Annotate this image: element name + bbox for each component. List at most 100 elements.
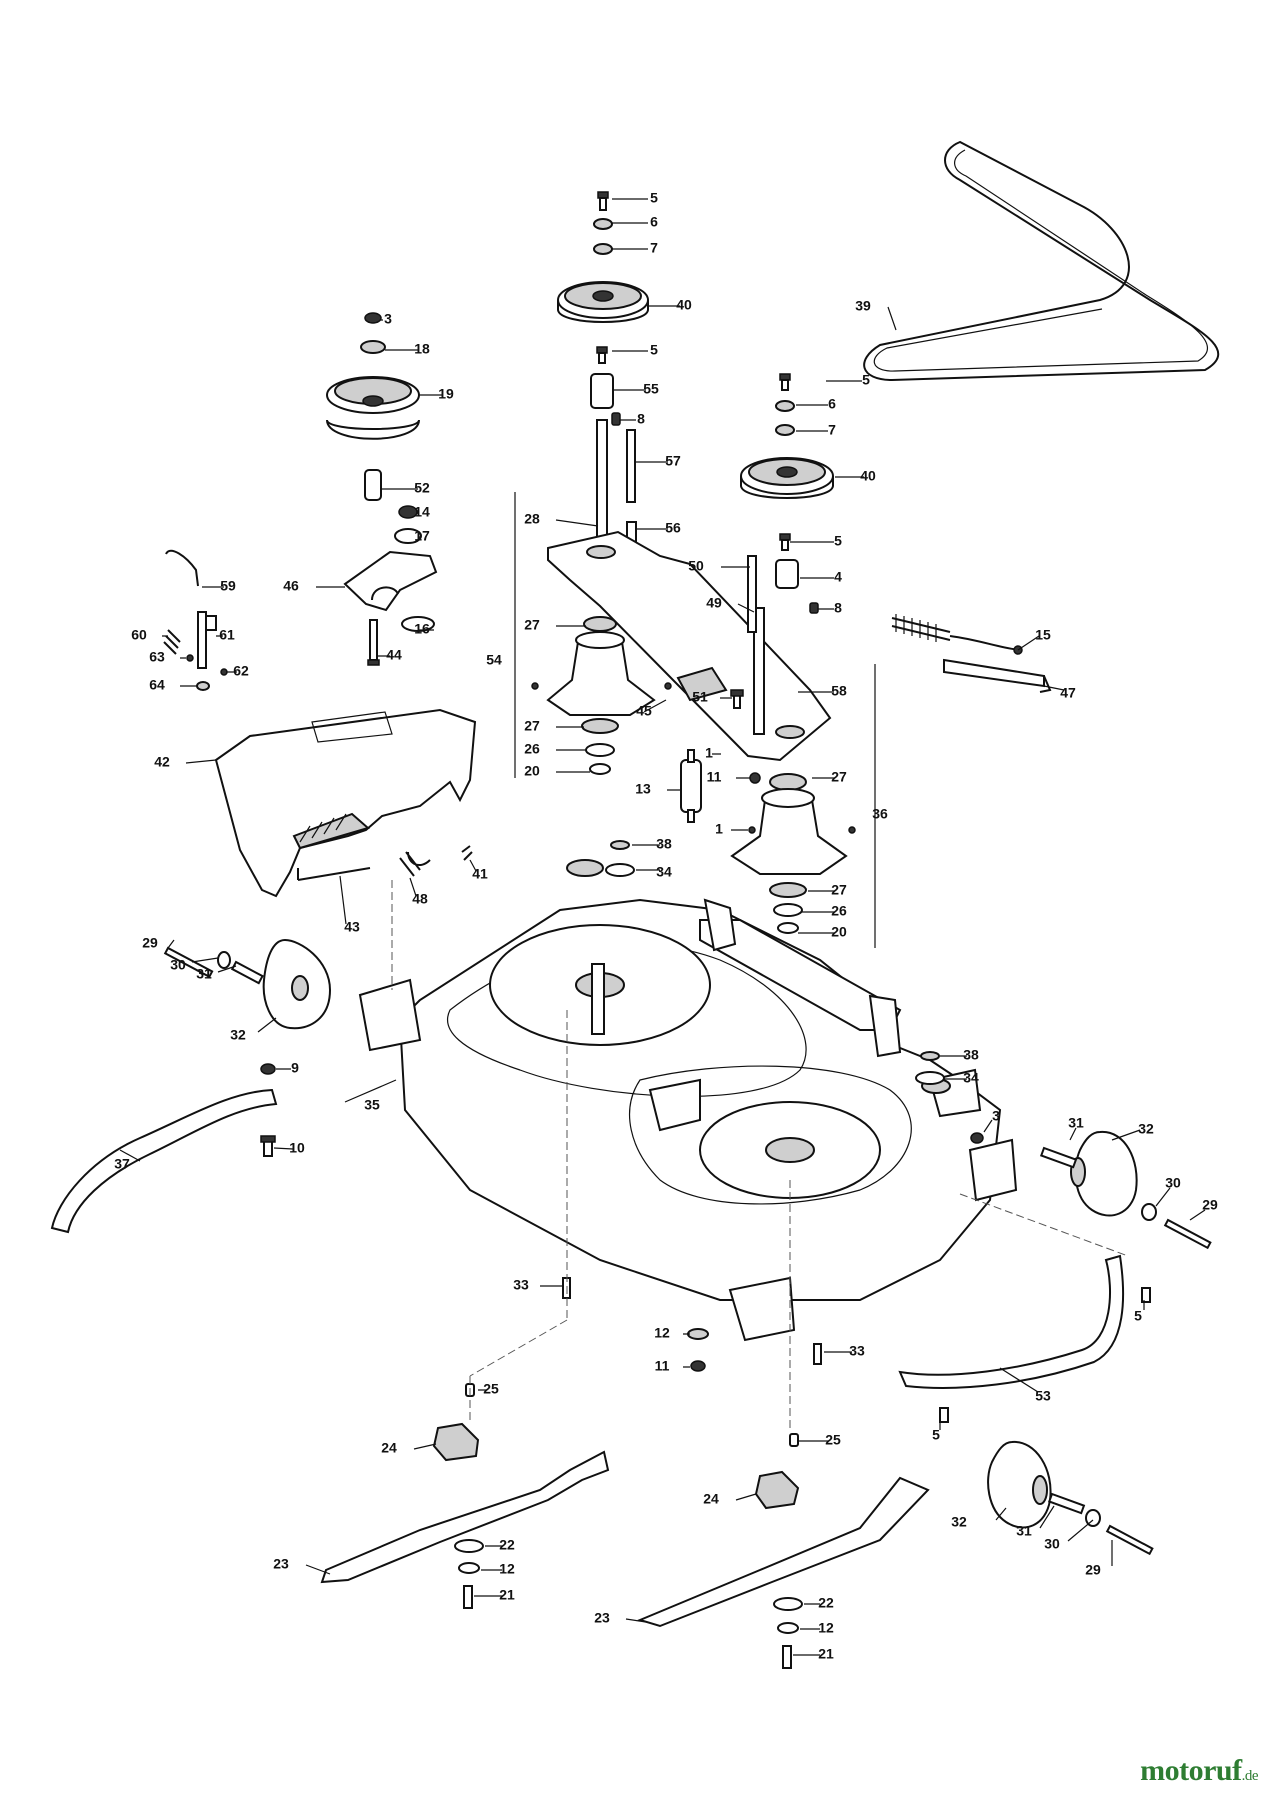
callout-34: 34 <box>963 1070 979 1086</box>
callout-25: 25 <box>483 1381 499 1397</box>
callout-6: 6 <box>650 214 658 230</box>
brand-logo: motoruf.de <box>1140 1754 1258 1788</box>
callout-23: 23 <box>594 1610 610 1626</box>
callout-47: 47 <box>1060 685 1076 701</box>
callout-15: 15 <box>1035 627 1051 643</box>
callout-30: 30 <box>1044 1536 1060 1552</box>
callout-20: 20 <box>524 763 540 779</box>
bumpers <box>50 1063 1151 1423</box>
callout-58: 58 <box>831 683 847 699</box>
callout-24: 24 <box>703 1491 719 1507</box>
callout-19: 19 <box>438 386 454 402</box>
alignment-lines <box>391 880 1129 1430</box>
callout-51: 51 <box>692 689 708 705</box>
callout-48: 48 <box>412 891 428 907</box>
callout-31: 31 <box>1016 1523 1032 1539</box>
callout-64: 64 <box>149 677 165 693</box>
callout-29: 29 <box>1085 1562 1101 1578</box>
callout-7: 7 <box>828 422 836 438</box>
callout-23: 23 <box>273 1556 289 1572</box>
callout-45: 45 <box>636 703 652 719</box>
drive-belt <box>863 140 1220 382</box>
callout-12: 12 <box>818 1620 834 1636</box>
callout-31: 31 <box>196 966 212 982</box>
callout-27: 27 <box>524 617 540 633</box>
callout-1: 1 <box>715 821 723 837</box>
callout-32: 32 <box>951 1514 967 1530</box>
callout-31: 31 <box>1068 1115 1084 1131</box>
callout-33: 33 <box>513 1277 529 1293</box>
callout-40: 40 <box>860 468 876 484</box>
callout-38: 38 <box>656 836 672 852</box>
callout-21: 21 <box>818 1646 834 1662</box>
right-pulley-stack <box>740 373 834 551</box>
callout-27: 27 <box>831 882 847 898</box>
callout-24: 24 <box>381 1440 397 1456</box>
callout-41: 41 <box>472 866 488 882</box>
callout-5: 5 <box>1134 1308 1142 1324</box>
left-pulley-stack <box>326 312 435 666</box>
callout-17: 17 <box>414 528 430 544</box>
callout-42: 42 <box>154 754 170 770</box>
callout-62: 62 <box>233 663 249 679</box>
callout-12: 12 <box>499 1561 515 1577</box>
callout-5: 5 <box>650 342 658 358</box>
callout-5: 5 <box>834 533 842 549</box>
callout-3: 3 <box>384 311 392 327</box>
callout-labels: 5674055585756282754452726203181952141759… <box>114 190 1218 1662</box>
callout-55: 55 <box>643 381 659 397</box>
blades <box>320 1277 930 1669</box>
callout-25: 25 <box>825 1432 841 1448</box>
callout-16: 16 <box>414 621 430 637</box>
callout-22: 22 <box>499 1537 515 1553</box>
callout-13: 13 <box>635 781 651 797</box>
callout-12: 12 <box>654 1325 670 1341</box>
callout-44: 44 <box>386 647 402 663</box>
callout-53: 53 <box>1035 1388 1051 1404</box>
callout-37: 37 <box>114 1156 130 1172</box>
callout-5: 5 <box>650 190 658 206</box>
callout-8: 8 <box>637 411 645 427</box>
callout-29: 29 <box>1202 1197 1218 1213</box>
callout-18: 18 <box>414 341 430 357</box>
callout-28: 28 <box>524 511 540 527</box>
callout-38: 38 <box>963 1047 979 1063</box>
callout-30: 30 <box>170 957 186 973</box>
idler-bracket <box>163 549 438 691</box>
callout-63: 63 <box>149 649 165 665</box>
callout-7: 7 <box>650 240 658 256</box>
callout-11: 11 <box>655 1358 670 1374</box>
callout-8: 8 <box>834 600 842 616</box>
callout-11: 11 <box>707 769 722 785</box>
discharge-chute <box>214 708 477 898</box>
callout-36: 36 <box>872 806 888 822</box>
callout-14: 14 <box>414 504 430 520</box>
spindle-left <box>531 616 672 775</box>
callout-22: 22 <box>818 1595 834 1611</box>
callout-6: 6 <box>828 396 836 412</box>
callout-1: 1 <box>705 745 713 761</box>
callout-26: 26 <box>524 741 540 757</box>
mount-plate <box>547 530 832 762</box>
callout-40: 40 <box>676 297 692 313</box>
callout-32: 32 <box>1138 1121 1154 1137</box>
callout-27: 27 <box>831 769 847 785</box>
hardware <box>605 840 984 1144</box>
callout-29: 29 <box>142 935 158 951</box>
cutter-deck <box>358 859 1018 1342</box>
callout-4: 4 <box>834 569 842 585</box>
callout-59: 59 <box>220 578 236 594</box>
callout-61: 61 <box>219 627 235 643</box>
callout-39: 39 <box>855 298 871 314</box>
leader-lines <box>119 198 1206 1656</box>
brand-name: motoruf <box>1140 1754 1242 1787</box>
callout-50: 50 <box>688 558 704 574</box>
callout-9: 9 <box>291 1060 299 1076</box>
callout-27: 27 <box>524 718 540 734</box>
center-pulley-stack <box>557 191 649 573</box>
callout-3: 3 <box>992 1108 1000 1124</box>
callout-26: 26 <box>831 903 847 919</box>
spindle-right <box>680 749 856 934</box>
callout-43: 43 <box>344 919 360 935</box>
callout-60: 60 <box>131 627 147 643</box>
